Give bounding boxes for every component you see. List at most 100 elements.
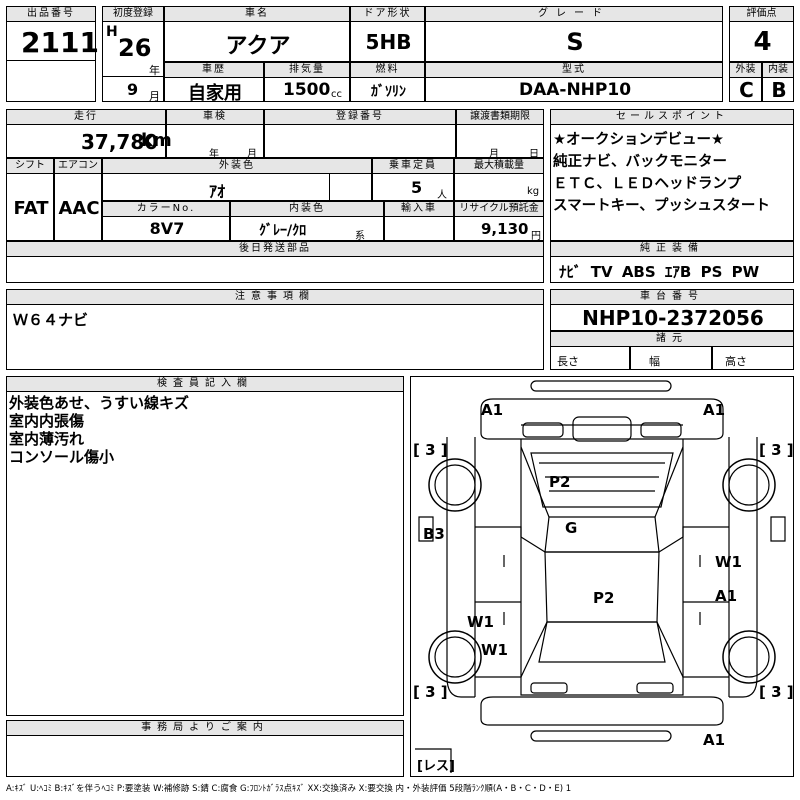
tire-front-left: 3 bbox=[425, 441, 436, 459]
mark-p2-hood: P2 bbox=[549, 473, 571, 491]
interior-cell: B bbox=[762, 77, 794, 102]
lot-label: 出品番号 bbox=[6, 6, 96, 22]
aircon-label: エアコン bbox=[54, 158, 102, 174]
inspector-line: コンソール傷小 bbox=[9, 448, 115, 466]
history-label: 車歴 bbox=[164, 62, 264, 78]
mileage-cell: 37,780 km bbox=[6, 124, 172, 158]
aircon: AAC bbox=[58, 198, 100, 219]
exterior-label: 外装 bbox=[729, 62, 762, 78]
length-cell: 長さ bbox=[550, 346, 630, 370]
mark-b3: B3 bbox=[423, 525, 445, 543]
equip-navi: ﾅﾋﾞ bbox=[559, 263, 582, 281]
score: 4 bbox=[753, 27, 772, 57]
recycle-cell: 9,130 円 bbox=[454, 216, 544, 242]
color-label: 外装色 bbox=[102, 158, 372, 174]
transfer-cell: 月 日 bbox=[456, 124, 544, 160]
displacement-label: 排気量 bbox=[264, 62, 350, 78]
office-label: 事務局よりご案内 bbox=[6, 720, 404, 736]
chassis-number: NHP10-2372056 bbox=[582, 306, 764, 330]
model-label: 型式 bbox=[425, 62, 723, 78]
tire-rear-right: 3 bbox=[771, 683, 782, 701]
inspector-cell: 外装色あせ、うすい線キズ 室内内張傷 室内薄汚れ コンソール傷小 bbox=[6, 391, 404, 716]
month-unit: 月 bbox=[149, 90, 160, 103]
sales-point-line: ★オークションデビュー★ bbox=[553, 132, 724, 148]
equip-abs: ABS bbox=[621, 263, 656, 281]
recycle: 9,130 bbox=[481, 220, 529, 238]
equipment-cell: ﾅﾋﾞ TV ABS ｴｱB PS PW bbox=[550, 256, 794, 283]
history: 自家用 bbox=[188, 83, 242, 104]
inspection-cell: 年 月 bbox=[166, 124, 264, 160]
history-cell: 自家用 bbox=[164, 77, 264, 104]
car-name-cell: アクア bbox=[164, 21, 350, 62]
exterior-grade: C bbox=[739, 78, 754, 102]
tire-rear-left: 3 bbox=[425, 683, 436, 701]
score-label: 評価点 bbox=[729, 6, 794, 22]
height-label: 高さ bbox=[725, 355, 747, 368]
specs-label: 諸元 bbox=[550, 331, 794, 347]
color-cell: ｱｵ bbox=[102, 173, 330, 201]
chassis-cell: NHP10-2372056 bbox=[550, 304, 794, 331]
mileage: 37,780 bbox=[81, 130, 159, 154]
width-label: 幅 bbox=[649, 355, 660, 368]
sales-point-line: スマートキー、プッシュスタート bbox=[553, 198, 770, 214]
mark-w1-right: W1 bbox=[715, 553, 742, 571]
recycle-label: リサイクル預託金 bbox=[454, 201, 544, 217]
interior-color-unit: 系 bbox=[355, 231, 365, 242]
yen-unit: 円 bbox=[531, 231, 541, 242]
chassis-label: 車台番号 bbox=[550, 289, 794, 305]
car-name-label: 車名 bbox=[164, 6, 350, 22]
transfer-label: 譲渡書類期限 bbox=[456, 109, 544, 125]
mark-w1-left-2: W1 bbox=[481, 641, 508, 659]
model: DAA-NHP10 bbox=[518, 80, 632, 100]
transfer-day-unit: 日 bbox=[529, 149, 539, 160]
exterior-cell: C bbox=[729, 77, 762, 102]
grade: S bbox=[566, 28, 584, 56]
interior-color: ｸﾞﾚｰ/ｸﾛ bbox=[259, 223, 307, 239]
fuel: ｶﾞｿﾘﾝ bbox=[371, 84, 406, 100]
fuel-cell: ｶﾞｿﾘﾝ bbox=[350, 77, 425, 102]
cc-unit: cc bbox=[331, 89, 342, 100]
aircon-cell: AAC bbox=[54, 173, 102, 241]
color-no-cell: 8V7 bbox=[102, 216, 230, 241]
damage-diagram: A1 A1 P2 G B3 W1 A1 P2 W1 W1 A1 [ 3 ] [ … bbox=[410, 376, 794, 777]
sales-points-cell: ★オークションデビュー★ 純正ナビ、バックモニター ＥＴＣ、ＬＥＤヘッドランプ … bbox=[550, 124, 794, 241]
capacity-unit: 人 bbox=[437, 190, 447, 201]
insp-year-unit: 年 bbox=[209, 149, 219, 160]
legend: A:ｷｽﾞ U:ﾍｺﾐ B:ｷｽﾞを伴うﾍｺﾐ P:要塗装 W:補修跡 S:錆 … bbox=[6, 784, 572, 794]
kg-unit: kg bbox=[527, 186, 540, 197]
notes-text: Ｗ６４ナビ bbox=[13, 311, 89, 329]
insp-month-unit: 月 bbox=[247, 149, 257, 160]
length-label: 長さ bbox=[557, 355, 579, 368]
interior-label: 内装 bbox=[762, 62, 794, 78]
door-type: 5HB bbox=[365, 30, 412, 54]
capacity-label: 乗車定員 bbox=[372, 158, 454, 174]
mark-p2-roof: P2 bbox=[593, 589, 615, 607]
displacement: 1500 bbox=[283, 80, 331, 100]
tire-front-right: 3 bbox=[771, 441, 782, 459]
max-load-cell: kg bbox=[454, 173, 544, 201]
inspector-line: 外装色あせ、うすい線キズ bbox=[9, 394, 190, 412]
reg-year: 26 bbox=[118, 34, 152, 62]
door-cell: 5HB bbox=[350, 21, 425, 62]
sales-points-label: セールスポイント bbox=[550, 109, 794, 125]
registration-label: 登録番号 bbox=[264, 109, 456, 125]
mark-a1-front-right: A1 bbox=[703, 401, 726, 419]
notes-label: 注意事項欄 bbox=[6, 289, 544, 305]
equip-ps: PS bbox=[700, 263, 723, 281]
color: ｱｵ bbox=[208, 182, 225, 201]
era: H bbox=[106, 24, 118, 40]
year-unit: 年 bbox=[149, 64, 160, 77]
first-reg-label: 初度登録 bbox=[102, 6, 164, 22]
shift-label: シフト bbox=[6, 158, 54, 174]
capacity-cell: 5 人 bbox=[372, 173, 454, 201]
registration-cell bbox=[264, 124, 456, 158]
mark-g-windshield: G bbox=[565, 519, 578, 537]
inspector-line: 室内内張傷 bbox=[9, 412, 85, 430]
model-cell: DAA-NHP10 bbox=[425, 77, 723, 102]
notes-cell: Ｗ６４ナビ bbox=[6, 304, 544, 370]
interior-color-cell: ｸﾞﾚｰ/ｸﾛ 系 bbox=[230, 216, 384, 242]
sales-point-line: ＥＴＣ、ＬＥＤヘッドランプ bbox=[553, 176, 742, 192]
reg-month-cell: 9 月 bbox=[102, 76, 164, 103]
import-label: 輸入車 bbox=[384, 201, 454, 217]
km-unit: km bbox=[141, 130, 172, 151]
